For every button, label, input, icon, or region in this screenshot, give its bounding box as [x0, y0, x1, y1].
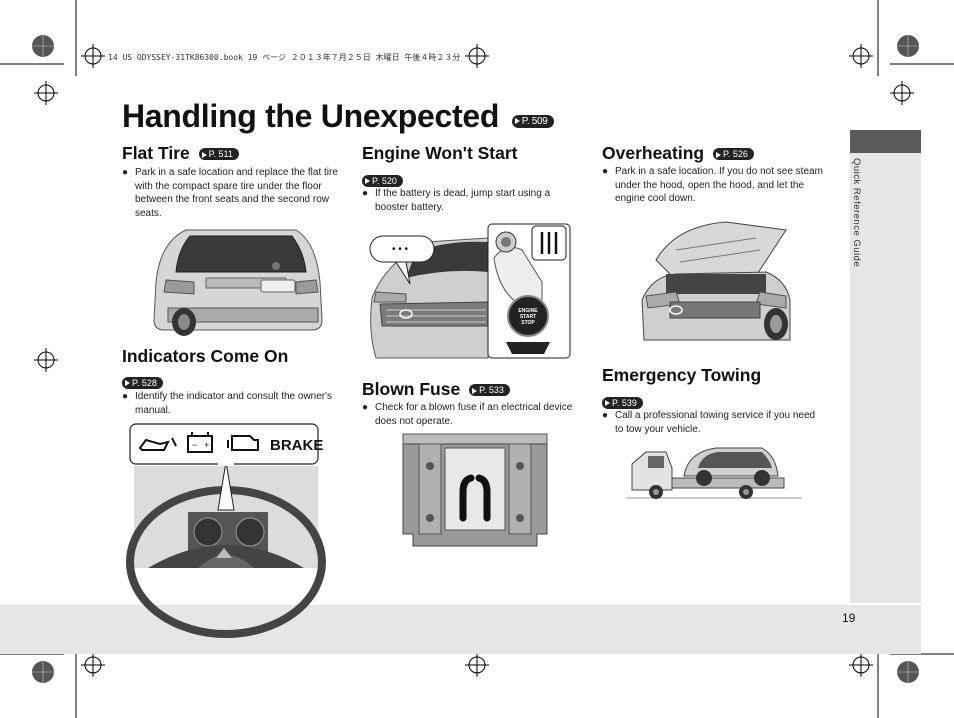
flat-tire-bullet: ● Park in a safe location and replace th…: [122, 166, 348, 220]
overheating-ref-link[interactable]: P. 526: [713, 148, 754, 161]
indicators-ref-text: P. 528: [132, 377, 157, 388]
fuse-illustration: [402, 433, 548, 547]
flat-tire-title: Flat Tire: [122, 143, 190, 163]
side-strip: [850, 153, 921, 603]
arrow-icon: [605, 400, 610, 407]
flat-tire-ref-text: P. 511: [208, 149, 233, 160]
engine-bullet: ● If the battery is dead, jump start usi…: [362, 187, 584, 214]
arrow-icon: [716, 152, 721, 158]
overheating-ref-text: P. 526: [723, 149, 748, 160]
bullet-icon: ●: [122, 391, 129, 402]
svg-text:−: −: [192, 440, 197, 450]
arrow-icon: [201, 152, 207, 158]
emergency-towing-heading: Emergency Towing: [602, 365, 762, 385]
overheating-title: Overheating: [602, 143, 705, 163]
tow-truck-illustration: [626, 447, 802, 499]
blown-fuse-title: Blown Fuse: [362, 379, 461, 399]
page-title-text: Handling the Unexpected: [122, 98, 500, 134]
arrow-icon: [472, 388, 478, 394]
engine-ref-link[interactable]: P. 520: [362, 174, 403, 187]
indicators-bullet: ● Identify the indicator and consult the…: [122, 390, 348, 417]
print-header: 14 US ODYSSEY-31TK86300.book 19 ページ ２０１３…: [108, 53, 461, 62]
engine-ref-text: P. 520: [372, 175, 397, 186]
indicators-ref-row: P. 528: [122, 372, 163, 391]
speech-dots: • • •: [392, 244, 409, 255]
bullet-icon: ●: [362, 402, 369, 413]
button-line-stop: STOP: [521, 320, 535, 326]
indicators-text: Identify the indicator and consult the o…: [135, 391, 333, 416]
overheating-bullet: ● Park in a safe location. If you do not…: [602, 165, 824, 206]
dashboard-illustration: − + BRAKE: [126, 423, 326, 638]
bullet-icon: ●: [122, 167, 129, 178]
towing-ref-text: P. 539: [612, 397, 637, 408]
towing-ref-row: P. 539: [602, 392, 643, 411]
arrow-icon: [365, 178, 370, 185]
footer-band: [0, 605, 921, 654]
arrow-icon: [125, 380, 130, 387]
towing-text: Call a professional towing service if yo…: [615, 410, 816, 435]
blown-fuse-heading: Blown Fuse P. 533: [362, 379, 510, 400]
blown-fuse-text: Check for a blown fuse if an electrical …: [375, 402, 573, 427]
page-title: Handling the Unexpected P. 509: [122, 98, 554, 135]
svg-text:+: +: [204, 440, 209, 450]
flat-tire-text: Park in a safe location and replace the …: [135, 167, 338, 219]
flat-tire-heading: Flat Tire P. 511: [122, 143, 239, 164]
engine-wont-start-heading: Engine Won't Start: [362, 143, 518, 163]
title-ref-link[interactable]: P. 509: [511, 115, 554, 129]
bullet-icon: ●: [362, 188, 369, 199]
engine-ref-row: P. 520: [362, 170, 403, 189]
blown-fuse-ref-link[interactable]: P. 533: [469, 384, 510, 397]
sidebar-label: Quick Reference Guide: [851, 158, 862, 268]
towing-bullet: ● Call a professional towing service if …: [602, 409, 824, 436]
flat-tire-ref-link[interactable]: P. 511: [198, 148, 239, 161]
button-line-engine: ENGINE: [518, 308, 538, 314]
indicators-ref-link[interactable]: P. 528: [122, 376, 163, 389]
engine-start-illustration: • • • ENGINE START STOP: [369, 223, 571, 359]
brake-label: BRAKE: [270, 437, 323, 454]
minivan-rear-illustration: [153, 229, 323, 336]
indicators-heading: Indicators Come On: [122, 346, 289, 366]
overheating-text: Park in a safe location. If you do not s…: [615, 166, 823, 204]
towing-ref-link[interactable]: P. 539: [602, 396, 643, 409]
title-ref-text: P. 509: [521, 116, 548, 128]
button-line-start: START: [520, 314, 536, 320]
arrow-icon: [514, 118, 520, 125]
side-tab: [850, 130, 921, 153]
open-hood-illustration: [641, 221, 791, 341]
blown-fuse-ref-text: P. 533: [479, 385, 504, 396]
engine-text: If the battery is dead, jump start using…: [375, 188, 551, 213]
bullet-icon: ●: [602, 166, 609, 177]
bullet-icon: ●: [602, 410, 609, 421]
blown-fuse-bullet: ● Check for a blown fuse if an electrica…: [362, 401, 584, 428]
page-number: 19: [842, 611, 856, 625]
overheating-heading: Overheating P. 526: [602, 143, 754, 164]
